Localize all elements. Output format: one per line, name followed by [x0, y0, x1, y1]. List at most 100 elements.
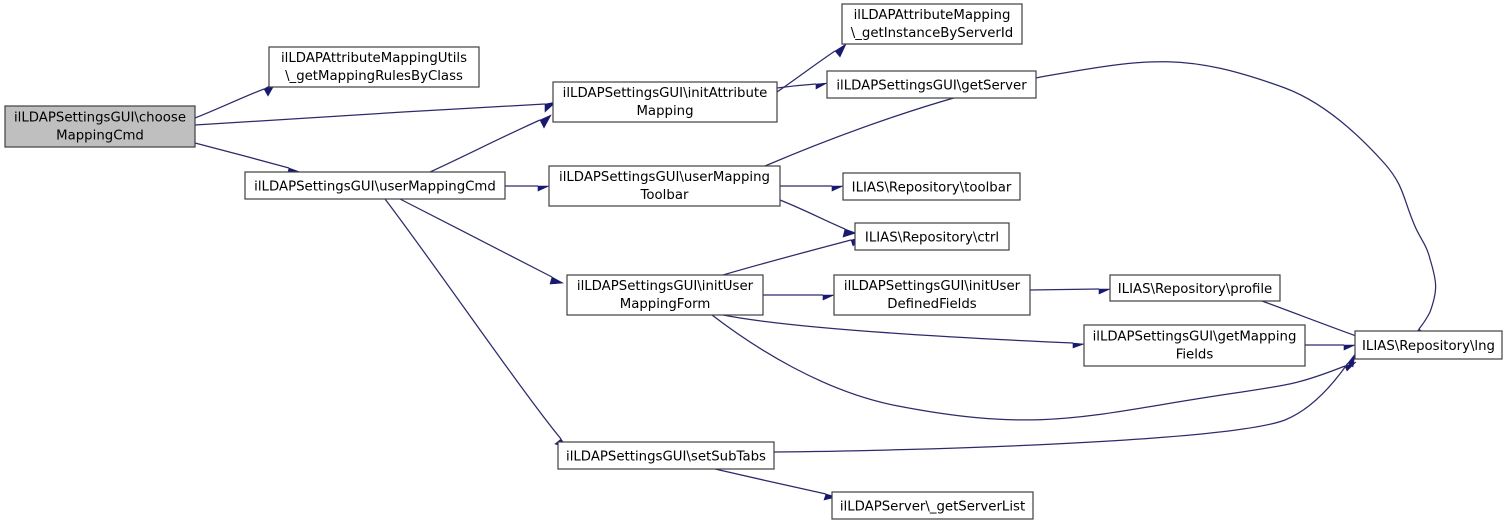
node-box[interactable] — [1109, 274, 1281, 302]
node-label: ilLDAPServer\_getServerList — [840, 500, 1025, 515]
edge-userMappingToolbar-to-ctrl — [779, 199, 857, 238]
node-label-line2: MappingCmd — [56, 129, 144, 144]
arrowhead-icon — [549, 276, 565, 285]
node-label: ILIAS\Repository\profile — [1118, 282, 1272, 297]
edge-chooseMappingCmd-to-userMappingCmd — [194, 142, 301, 177]
node-label-line2: \_getInstanceByServerId — [851, 26, 1013, 41]
edge-userMappingCmd-to-userMappingToolbar — [505, 185, 550, 192]
edge-line — [429, 119, 541, 173]
edge-line — [711, 314, 1346, 421]
edge-initUserMappingForm-to-initUserDefinedFields — [763, 294, 835, 301]
node-box[interactable] — [826, 70, 1037, 99]
node-label-line2: Fields — [1176, 348, 1214, 363]
edge-chooseMappingCmd-to-getMappingRulesByClass — [194, 81, 277, 119]
edge-line — [194, 88, 265, 119]
node-label-line1: ilLDAPSettingsGUI\initUser — [577, 279, 754, 294]
node-label: ILIAS\Repository\toolbar — [852, 181, 1012, 196]
arrowhead-icon — [842, 228, 857, 238]
arrowhead-icon — [822, 294, 835, 301]
node-label-line2: \_getMappingRulesByClass — [285, 69, 463, 84]
edge-initUserMappingForm-to-ctrl — [722, 236, 864, 276]
node-box[interactable] — [854, 222, 1010, 251]
node-box[interactable] — [557, 441, 775, 470]
node-label: ilLDAPSettingsGUI\getServer — [836, 79, 1027, 94]
node-box[interactable] — [1354, 330, 1503, 360]
node-label-line2: Toolbar — [640, 188, 689, 203]
node-setSubTabs[interactable]: ilLDAPSettingsGUI\setSubTabs — [557, 441, 775, 470]
edge-line — [194, 103, 546, 126]
node-label-line1: ilLDAPSettingsGUI\initUser — [844, 279, 1021, 294]
node-box[interactable] — [842, 172, 1021, 201]
node-ctrl[interactable]: ILIAS\Repository\ctrl — [854, 222, 1010, 251]
edge-line — [1029, 288, 1100, 291]
edge-initUserDefinedFields-to-profile — [1029, 288, 1111, 295]
node-label-line2: MappingForm — [620, 297, 711, 312]
edge-line — [399, 198, 553, 278]
node-box[interactable] — [244, 171, 506, 200]
node-label: ilLDAPSettingsGUI\setSubTabs — [566, 450, 766, 465]
edge-userMappingCmd-to-initUserMappingForm — [399, 198, 565, 285]
edge-line — [776, 50, 836, 93]
edge-line — [194, 142, 290, 169]
arrowhead-icon — [1098, 288, 1111, 295]
node-box[interactable] — [548, 165, 781, 207]
node-box[interactable] — [1083, 324, 1306, 367]
node-label-line1: ilLDAPSettingsGUI\userMapping — [559, 170, 770, 185]
edge-chooseMappingCmd-to-initAttributeMapping — [194, 101, 557, 126]
node-label-line1: ilLDAPSettingsGUI\initAttribute — [563, 86, 768, 101]
node-box[interactable] — [831, 491, 1034, 520]
edge-setSubTabs-to-getServerList — [714, 468, 838, 501]
node-label: ilLDAPSettingsGUI\userMappingCmd — [254, 180, 496, 195]
edge-initAttributeMapping-to-getInstanceByServerId — [776, 43, 847, 93]
edge-getMappingFields-to-lng — [1305, 344, 1356, 351]
edge-line — [384, 198, 562, 440]
edges-layer — [194, 43, 1437, 501]
edge-initUserMappingForm-to-getMappingFields — [722, 314, 1085, 349]
edge-line — [722, 314, 1074, 344]
node-label-line1: ilLDAPAttributeMappingUtils — [281, 51, 467, 66]
node-userMappingCmd[interactable]: ilLDAPSettingsGUI\userMappingCmd — [244, 171, 506, 200]
arrowhead-icon — [537, 185, 550, 192]
node-getServer[interactable]: ilLDAPSettingsGUI\getServer — [826, 70, 1037, 99]
node-lng[interactable]: ILIAS\Repository\lng — [1354, 330, 1503, 360]
edge-line — [779, 199, 846, 230]
edge-userMappingCmd-to-initAttributeMapping — [429, 114, 552, 173]
arrowhead-icon — [815, 82, 828, 90]
arrowhead-icon — [1072, 342, 1085, 349]
node-box[interactable] — [566, 274, 764, 316]
node-getServerList[interactable]: ilLDAPServer\_getServerList — [831, 491, 1034, 520]
edge-line — [722, 239, 852, 276]
edge-userMappingToolbar-to-toolbar — [780, 185, 844, 192]
node-profile[interactable]: ILIAS\Repository\profile — [1109, 274, 1281, 302]
node-box[interactable] — [268, 46, 480, 88]
node-getInstanceByServerId[interactable]: ilLDAPAttributeMapping \_getInstanceBySer… — [841, 3, 1023, 45]
node-label-line1: ilLDAPSettingsGUI\choose — [14, 111, 186, 126]
node-toolbar[interactable]: ILIAS\Repository\toolbar — [842, 172, 1021, 201]
node-box[interactable] — [833, 274, 1031, 316]
node-label-line2: Mapping — [636, 104, 693, 119]
edge-initAttributeMapping-to-getServer — [776, 82, 828, 90]
arrowhead-icon — [539, 114, 552, 129]
arrowhead-icon — [1347, 352, 1356, 368]
node-box[interactable] — [552, 81, 778, 123]
node-getMappingRulesByClass[interactable]: ilLDAPAttributeMappingUtils \_getMappingR… — [268, 46, 480, 88]
edge-line — [773, 362, 1349, 453]
node-label-line1: ilLDAPAttributeMapping — [854, 8, 1011, 23]
arrowhead-icon — [1343, 344, 1356, 351]
arrowhead-icon — [831, 185, 844, 192]
edge-line — [714, 468, 827, 495]
node-box[interactable] — [4, 105, 196, 148]
node-label-line2: DefinedFields — [887, 297, 977, 312]
edge-userMappingCmd-to-setSubTabs — [384, 198, 569, 449]
node-label: ILIAS\Repository\ctrl — [865, 231, 999, 246]
node-box[interactable] — [841, 3, 1023, 45]
edge-line — [1261, 300, 1360, 338]
